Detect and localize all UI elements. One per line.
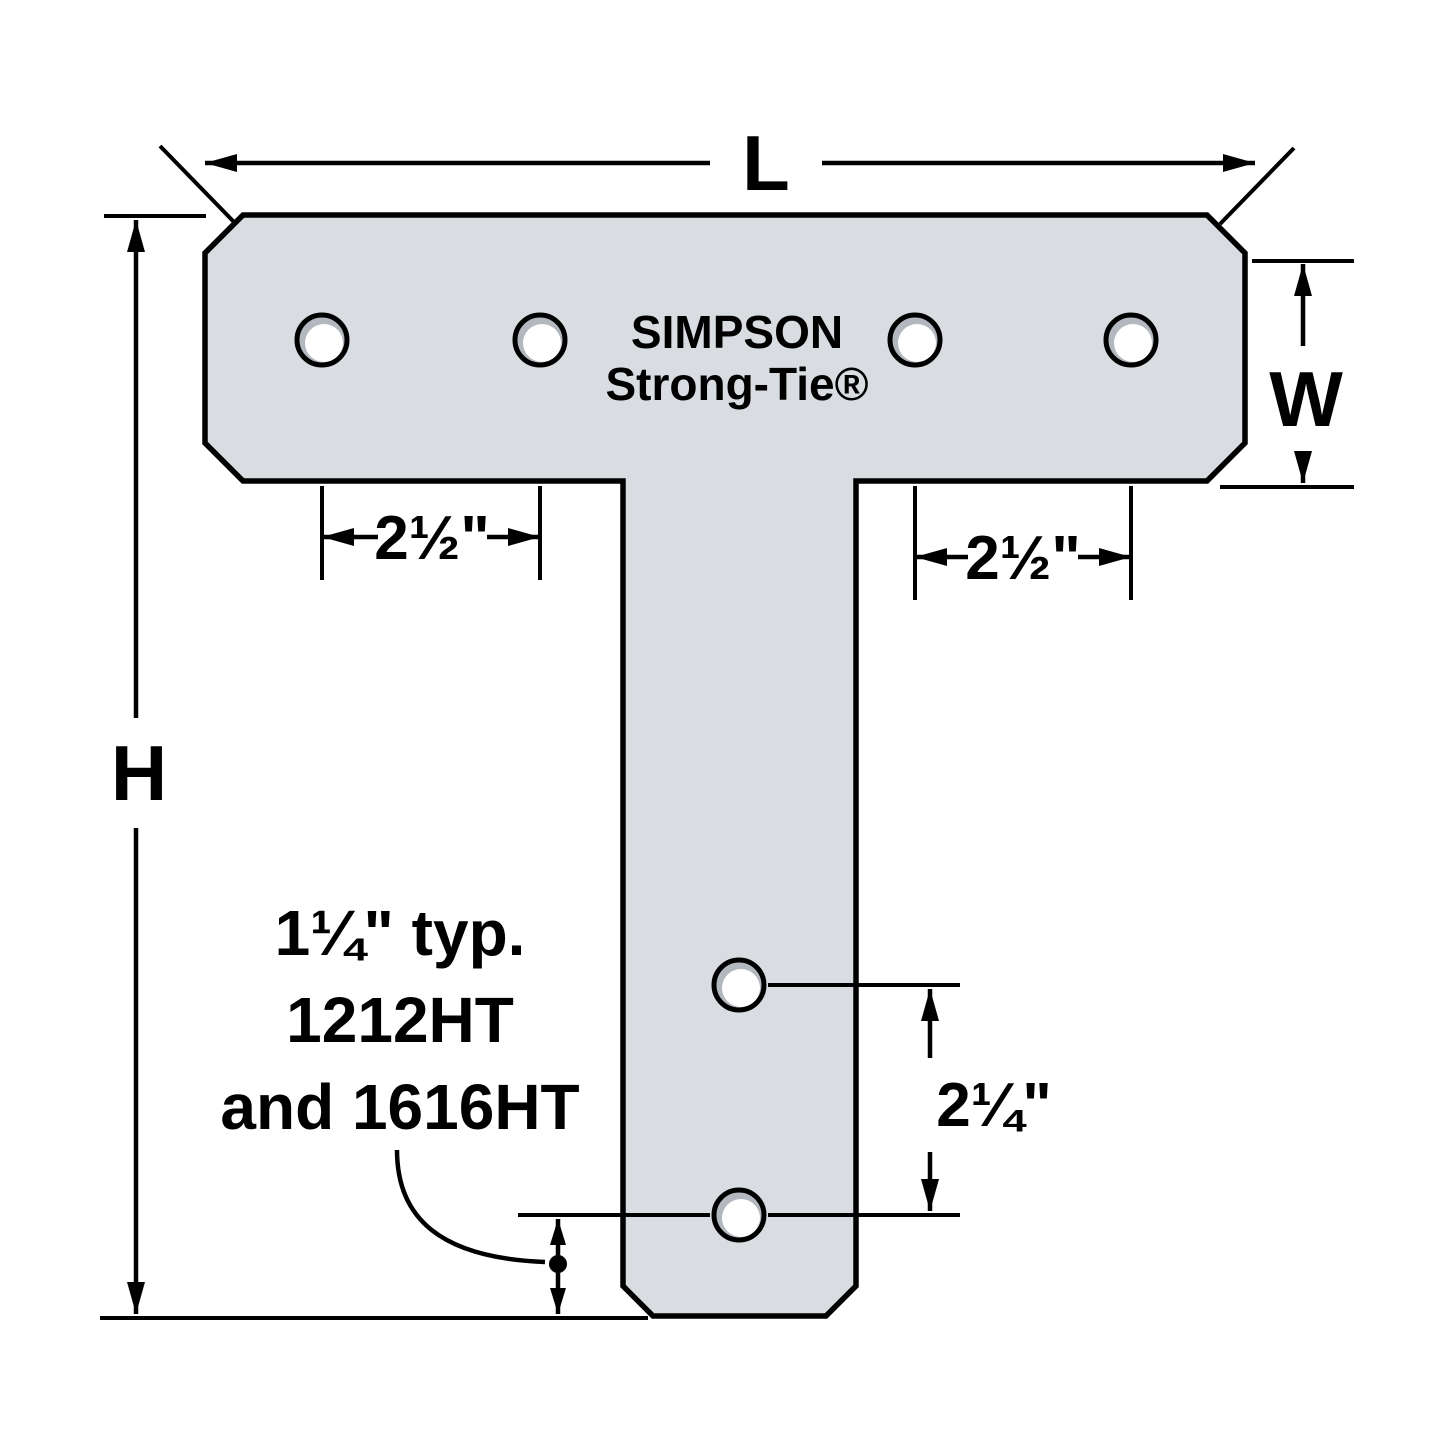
arrowhead-up xyxy=(1294,264,1312,296)
dim-height: H xyxy=(100,214,648,1320)
arrowhead-left xyxy=(915,548,947,566)
dim-top-left-spacing: 2½" xyxy=(320,486,542,580)
leader-line xyxy=(394,1149,546,1265)
leader-dot xyxy=(549,1255,567,1273)
dim-label-top-left-spacing: 2½" xyxy=(374,504,490,573)
bolt-hole-top-3 xyxy=(887,312,943,368)
arrowhead-up xyxy=(921,989,939,1021)
arrowhead-up xyxy=(550,1219,566,1245)
dim-label-height: H xyxy=(111,729,167,817)
extension-line xyxy=(1218,146,1296,226)
dim-stem-spacing: 2¼" xyxy=(768,983,1052,1217)
note-line-2: 1212HT xyxy=(286,984,514,1056)
dim-label-length: L xyxy=(742,119,790,207)
arrowhead-right xyxy=(1099,548,1131,566)
arrowhead-down xyxy=(1294,451,1312,483)
arrowhead-right xyxy=(508,528,540,546)
extension-line xyxy=(158,144,236,224)
dim-length: L xyxy=(158,119,1296,226)
arrowhead-down xyxy=(127,1282,145,1314)
note-line-1: 1¼" typ. xyxy=(275,897,526,969)
bolt-hole-top-2 xyxy=(512,312,568,368)
bolt-hole-stem-2 xyxy=(711,1187,767,1243)
arrowhead-left xyxy=(205,154,237,172)
t-plate xyxy=(202,212,1248,1319)
brand-strong-tie: Strong-Tie® xyxy=(605,358,868,410)
bolt-hole-top-4 xyxy=(1103,312,1159,368)
brand-simpson: SIMPSON xyxy=(631,306,843,358)
arrowhead-up xyxy=(127,220,145,252)
dim-width: W xyxy=(1220,259,1354,489)
arrowhead-right xyxy=(1223,154,1255,172)
arrowhead-down xyxy=(550,1288,566,1314)
note-line-3: and 1616HT xyxy=(220,1071,579,1143)
dim-label-top-right-spacing: 2½" xyxy=(965,524,1081,593)
arrowhead-left xyxy=(322,528,354,546)
note-edge-distance: 1¼" typ. 1212HT and 1616HT xyxy=(220,897,710,1314)
arrowhead-down xyxy=(921,1179,939,1211)
bolt-hole-stem-1 xyxy=(711,957,767,1013)
dim-label-stem-spacing: 2¼" xyxy=(936,1071,1052,1140)
dim-label-width: W xyxy=(1269,355,1343,443)
bolt-hole-top-1 xyxy=(294,312,350,368)
dim-top-right-spacing: 2½" xyxy=(913,486,1133,600)
